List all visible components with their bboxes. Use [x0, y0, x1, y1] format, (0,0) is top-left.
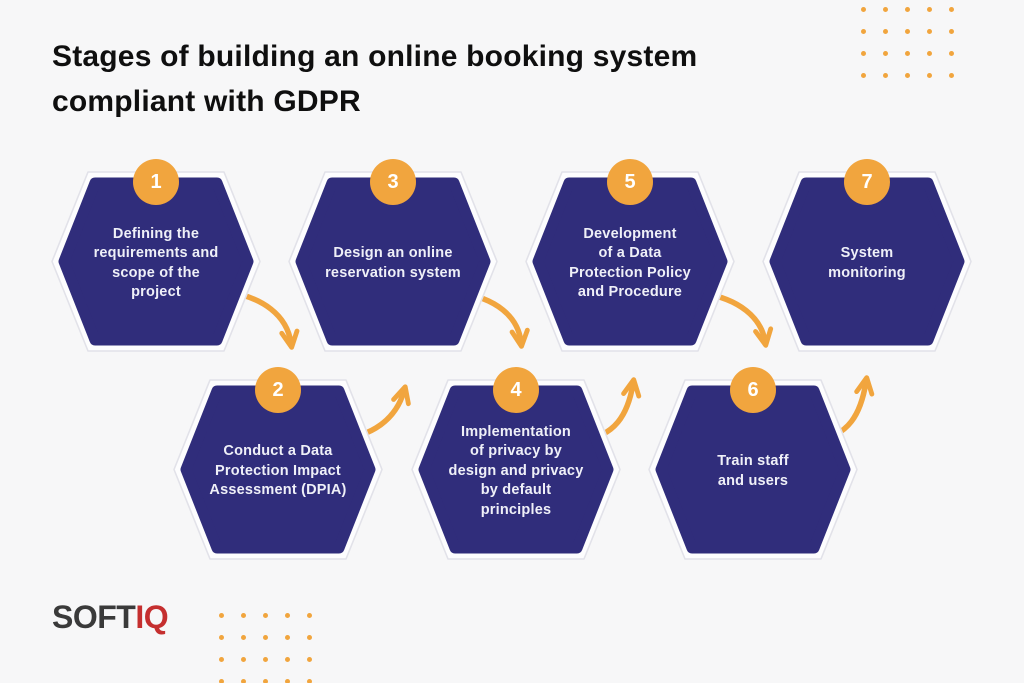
- stage-hexagon-6: Train staff and users 6: [647, 367, 859, 561]
- page-title: Stages of building an online booking sys…: [52, 40, 698, 118]
- stage-hexagon-1: Defining the requirements and scope of t…: [50, 159, 262, 353]
- decorative-dot: [263, 657, 268, 662]
- decorative-dot: [285, 657, 290, 662]
- decorative-dot: [307, 657, 312, 662]
- decorative-dot: [861, 7, 866, 12]
- stage-number-badge: 6: [730, 367, 776, 413]
- dot-pattern-bottom-left: [219, 613, 312, 683]
- decorative-dot: [883, 29, 888, 34]
- decorative-dot: [285, 635, 290, 640]
- logo-text-iq: IQ: [135, 599, 169, 635]
- decorative-dot: [949, 7, 954, 12]
- decorative-dot: [949, 29, 954, 34]
- stage-hexagon-3: Design an online reservation system 3: [287, 159, 499, 353]
- decorative-dot: [883, 7, 888, 12]
- decorative-dot: [905, 7, 910, 12]
- decorative-dot: [241, 613, 246, 618]
- decorative-dot: [263, 613, 268, 618]
- decorative-dot: [307, 613, 312, 618]
- decorative-dot: [905, 29, 910, 34]
- softiq-logo: SOFTIQ: [52, 599, 169, 636]
- decorative-dot: [905, 73, 910, 78]
- decorative-dot: [927, 73, 932, 78]
- decorative-dot: [949, 51, 954, 56]
- decorative-dot: [219, 613, 224, 618]
- stage-label: Design an online reservation system: [325, 245, 461, 281]
- stage-label: Conduct a Data Protection Impact Assessm…: [209, 443, 347, 499]
- stage-label: Implementation of privacy by design and …: [448, 423, 584, 518]
- decorative-dot: [263, 635, 268, 640]
- decorative-dot: [883, 73, 888, 78]
- decorative-dot: [927, 51, 932, 56]
- hexagon-shape: [762, 171, 972, 352]
- hexagon-shape: [525, 171, 735, 352]
- hexagon-shape: [51, 171, 261, 352]
- decorative-dot: [883, 51, 888, 56]
- hexagon-shape: [648, 379, 858, 560]
- stage-number-badge: 2: [255, 367, 301, 413]
- decorative-dot: [927, 29, 932, 34]
- decorative-dot: [219, 679, 224, 683]
- decorative-dot: [861, 51, 866, 56]
- hexagon-shape: [173, 379, 383, 560]
- hexagon-shape: [288, 171, 498, 352]
- stage-number-badge: 1: [133, 159, 179, 205]
- stage-label: Defining the requirements and scope of t…: [93, 225, 219, 301]
- stage-number-badge: 7: [844, 159, 890, 205]
- stage-hexagon-5: Development of a Data Protection Policy …: [524, 159, 736, 353]
- decorative-dot: [219, 657, 224, 662]
- stage-hexagon-2: Conduct a Data Protection Impact Assessm…: [172, 367, 384, 561]
- decorative-dot: [219, 635, 224, 640]
- dot-pattern-top-right: [861, 7, 954, 78]
- stage-number-badge: 3: [370, 159, 416, 205]
- stage-hexagon-7: System monitoring 7: [761, 159, 973, 353]
- decorative-dot: [861, 29, 866, 34]
- decorative-dot: [307, 679, 312, 683]
- stage-number-badge: 5: [607, 159, 653, 205]
- decorative-dot: [241, 679, 246, 683]
- logo-text-soft: SOFT: [52, 599, 136, 635]
- stage-hexagon-4: Implementation of privacy by design and …: [410, 367, 622, 561]
- decorative-dot: [241, 657, 246, 662]
- hexagon-shape: [411, 379, 621, 560]
- stage-number-badge: 4: [493, 367, 539, 413]
- decorative-dot: [905, 51, 910, 56]
- decorative-dot: [307, 635, 312, 640]
- stage-label: System monitoring: [828, 245, 906, 281]
- stage-label: Development of a Data Protection Policy …: [569, 225, 691, 301]
- stage-label: Train staff and users: [717, 453, 789, 489]
- decorative-dot: [927, 7, 932, 12]
- decorative-dot: [241, 635, 246, 640]
- decorative-dot: [285, 613, 290, 618]
- decorative-dot: [263, 679, 268, 683]
- decorative-dot: [285, 679, 290, 683]
- decorative-dot: [949, 73, 954, 78]
- decorative-dot: [861, 73, 866, 78]
